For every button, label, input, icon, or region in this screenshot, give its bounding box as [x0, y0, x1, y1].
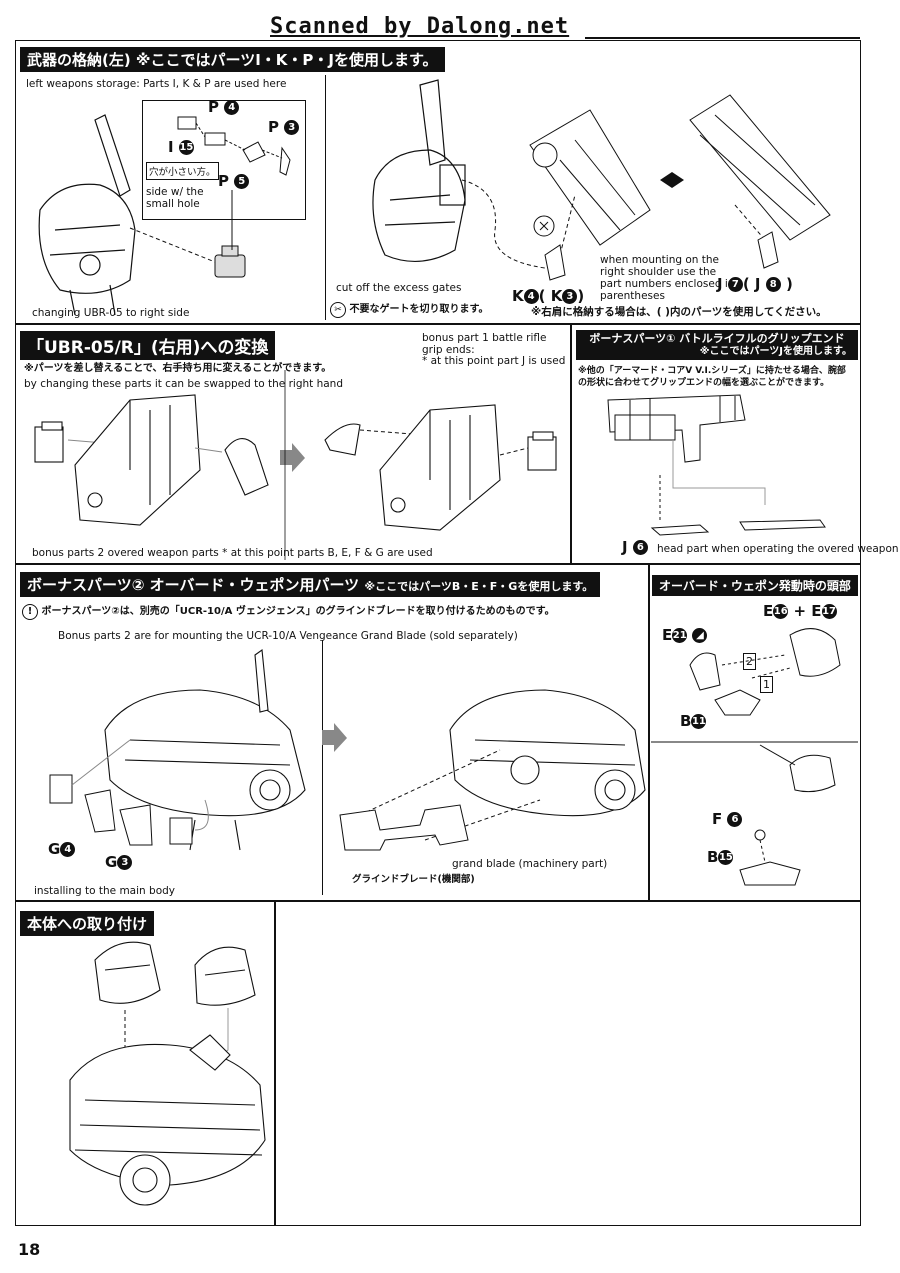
grand-blade-part [339, 804, 469, 851]
hole-note-box: 穴が小さい方。 [146, 162, 219, 180]
cut-note-jp: ✂ 不要なゲートを切り取ります。 [330, 302, 488, 318]
clip-part-2 [757, 231, 779, 269]
inset-parts [177, 116, 291, 176]
head-sketch-2 [194, 946, 256, 1006]
h-rule-2 [15, 563, 861, 565]
robot-left-sketch [38, 114, 136, 316]
guide-dash-1 [129, 227, 216, 263]
section1-divider [325, 75, 326, 320]
install-note-en: installing to the main body [34, 885, 175, 897]
endcap-left [34, 421, 64, 463]
label-f6: F 6 [712, 810, 743, 828]
section6-divider [274, 901, 276, 1226]
section6-title: 本体への取り付け [20, 911, 155, 936]
head-note-en: head part when operating the overed weap… [657, 543, 899, 555]
label-p3: P 3 [268, 118, 300, 136]
grip-end-parts [650, 519, 826, 536]
small-part-sketch [214, 245, 246, 278]
label-e16-e17: E16 + E17 [763, 602, 837, 620]
section3-title-sub: ※ここではパーツJを使用します。 [699, 346, 852, 357]
label-b15: B15 [707, 848, 734, 866]
number-4-icon: 4 [224, 100, 240, 115]
h-rule-1 [15, 323, 861, 325]
grip-end-left [224, 438, 269, 496]
robot-body-right [449, 689, 646, 817]
robot-body-left [104, 649, 306, 851]
loose-parts-left [49, 774, 193, 846]
label-j7-j8: J 7( J 8 ) [717, 275, 793, 293]
body-sketch [69, 1034, 266, 1206]
section4-divider-inner [322, 640, 323, 895]
section5-title: オーバード・ウェポン発動時の頭部 [652, 575, 858, 596]
parts-inset-box [142, 100, 306, 220]
section1-subtitle: left weapons storage: Parts I, K & P are… [26, 78, 287, 90]
label-p4: P 4 [208, 98, 240, 116]
scanned-watermark: Scanned by Dalong.net [270, 14, 570, 39]
hole-note-en: side w/ the small hole [146, 186, 204, 210]
head-sketch-1 [94, 941, 161, 1004]
step-2-box: 2 [743, 653, 756, 670]
rifle-unit-left [74, 394, 201, 526]
section4-note-jp: ! ボーナスパーツ②は、別売の「UCR-10/A ヴェンジェンス」のグラインドブ… [22, 604, 555, 620]
number-3-icon: 3 [284, 120, 300, 135]
section1-title: 武器の格納(左) ※ここではパーツI・K・P・Jを使用します。 [20, 47, 445, 72]
right-shoulder-note-jp: ※右肩に格納する場合は、( )内のパーツを使用してください。 [531, 306, 827, 318]
label-i15: I 15 [168, 138, 194, 156]
blade-note-en: grand blade (machinery part) [452, 858, 608, 870]
number-5-icon: 5 [234, 174, 250, 189]
section4-note-en: Bonus parts 2 are for mounting the UCR-1… [58, 630, 518, 642]
rifle-sketch-2 [689, 94, 831, 241]
page-frame [15, 40, 861, 1226]
section3-title-main: ボーナスパーツ① バトルライフルのグリップエンド [589, 332, 845, 345]
section2-note-en: by changing these parts it can be swappe… [24, 378, 343, 390]
number-15-icon: 15 [178, 140, 194, 155]
section5-illustration [651, 628, 858, 886]
section2-note-jp: ※パーツを差し替えることで、右手持ち用に変えることができます。 [24, 363, 332, 374]
section4-title: ボーナスパーツ② オーバード・ウェポン用パーツ ※ここではパーツB・E・F・Gを… [20, 572, 601, 597]
blade-note-jp: グラインドブレード(機関部) [352, 874, 475, 885]
change-note-en: changing UBR-05 to right side [32, 307, 190, 319]
section2-illustration [34, 370, 557, 560]
grip-end-right [324, 423, 361, 456]
scissors-badge-icon: ✂ [330, 302, 346, 318]
section2-title: 「UBR-05/R」(右用)への変換 [20, 331, 276, 360]
warning-icon: ! [22, 604, 38, 620]
section3-note-jp: ※他の「アーマード・コアV V.I.シリーズ」に持たせる場合、腕部の形状に合わせ… [578, 366, 846, 388]
page-number: 18 [18, 1240, 41, 1259]
robot-middle-sketch [372, 79, 466, 263]
label-e21: E21 ◢ [662, 626, 708, 644]
section3-title: ボーナスパーツ① バトルライフルのグリップエンド ※ここではパーツJを使用します… [576, 330, 858, 360]
cut-note-en: cut off the excess gates [336, 282, 462, 294]
label-b11: B11 [680, 712, 707, 730]
header-rule [585, 37, 860, 39]
section1-illustration [38, 79, 831, 316]
grip-note-en: bonus part 1 battle rifle grip ends: [422, 332, 547, 356]
bonus2-note-en: bonus parts 2 overed weapon parts * at t… [32, 547, 433, 559]
section3-illustration [607, 394, 826, 536]
label-p5: P 5 [218, 172, 250, 190]
glue-icon: ◢ [692, 628, 708, 643]
section4-illustration [49, 649, 646, 851]
section2-divider [570, 324, 572, 564]
rotate-icon [660, 172, 684, 188]
arrow-right-icon [280, 443, 305, 472]
label-j6: J 6 [622, 538, 648, 556]
endcap-right [527, 431, 557, 471]
grip-note-en2: * at this point part J is used [422, 355, 566, 367]
step-1-box: 1 [760, 676, 773, 693]
mount-note-en: when mounting on the right shoulder use … [600, 254, 735, 302]
rifle-grip-sketch [607, 394, 746, 463]
section4-divider [648, 564, 650, 900]
clip-part-1 [544, 244, 566, 281]
h-rule-3 [15, 900, 861, 902]
head-parts [689, 628, 841, 886]
rifle-unit-right [379, 404, 501, 531]
rifle-sketch-1 [529, 109, 651, 246]
arrow-right-icon-2 [322, 723, 347, 752]
